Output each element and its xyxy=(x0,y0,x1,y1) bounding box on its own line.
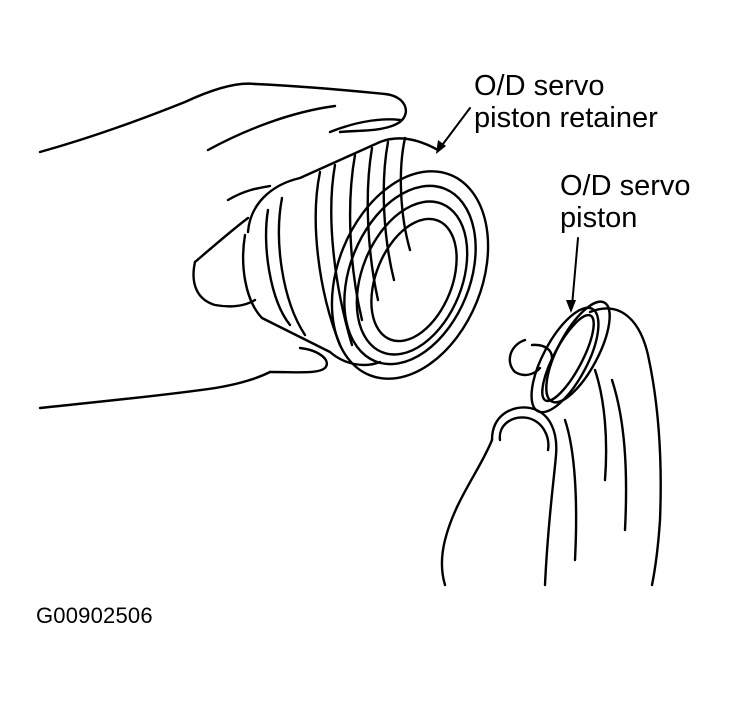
servo-piston-part xyxy=(508,300,611,414)
right-hand xyxy=(440,307,662,587)
piston-label-line2: piston xyxy=(560,202,638,235)
figure-id: G00902506 xyxy=(36,603,153,628)
piston-retainer-part xyxy=(242,136,490,380)
piston-leader xyxy=(566,237,579,313)
piston-label: O/D servo piston xyxy=(560,170,691,235)
left-hand xyxy=(38,82,407,410)
retainer-label-line1: O/D servo xyxy=(474,70,605,102)
retainer-label: O/D servo piston retainer xyxy=(474,70,658,135)
retainer-leader xyxy=(436,107,471,154)
piston-label-line1: O/D servo xyxy=(560,170,691,202)
retainer-label-line2: piston retainer xyxy=(474,102,658,135)
